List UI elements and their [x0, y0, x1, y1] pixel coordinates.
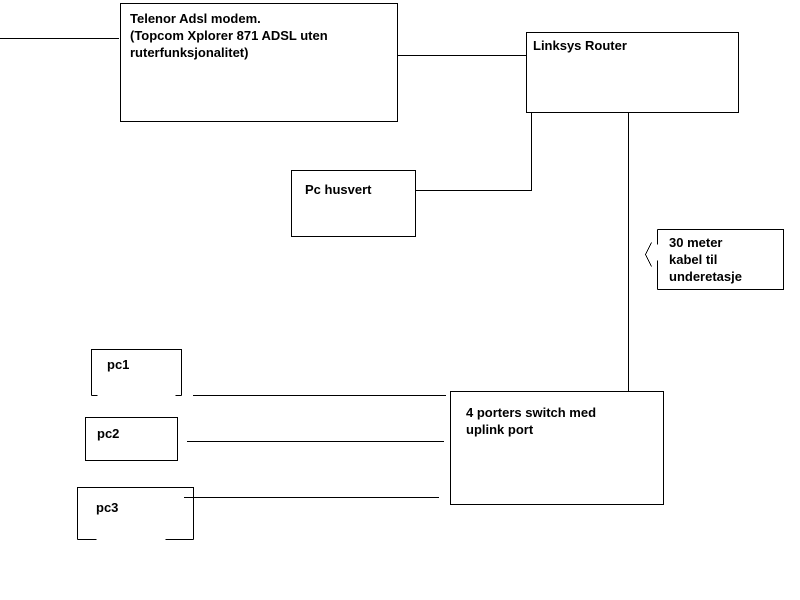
- pc2-box: [85, 417, 178, 461]
- router-label: Linksys Router: [533, 38, 627, 53]
- cable-note-box: [657, 229, 784, 290]
- pc3-label: pc3: [96, 500, 119, 515]
- switch-label: 4 porters switch med uplink port: [466, 405, 597, 437]
- pc1-box: [91, 349, 182, 396]
- cable-note-label: 30 meter kabel til underetasje: [669, 235, 742, 284]
- host-pc-box: [291, 170, 416, 237]
- modem-label: Telenor Adsl modem. (Topcom Xplorer 871 …: [130, 11, 328, 60]
- line-router-host-pc: [416, 113, 532, 191]
- pc2-label: pc2: [97, 426, 120, 441]
- switch-box: [450, 391, 664, 505]
- modem-box: [120, 3, 398, 122]
- pc1-label: pc1: [107, 357, 130, 372]
- pc3-box: [77, 487, 194, 540]
- router-box: [526, 32, 739, 113]
- cable-note-bracket: [644, 242, 652, 267]
- host-pc-label: Pc husvert: [305, 182, 372, 197]
